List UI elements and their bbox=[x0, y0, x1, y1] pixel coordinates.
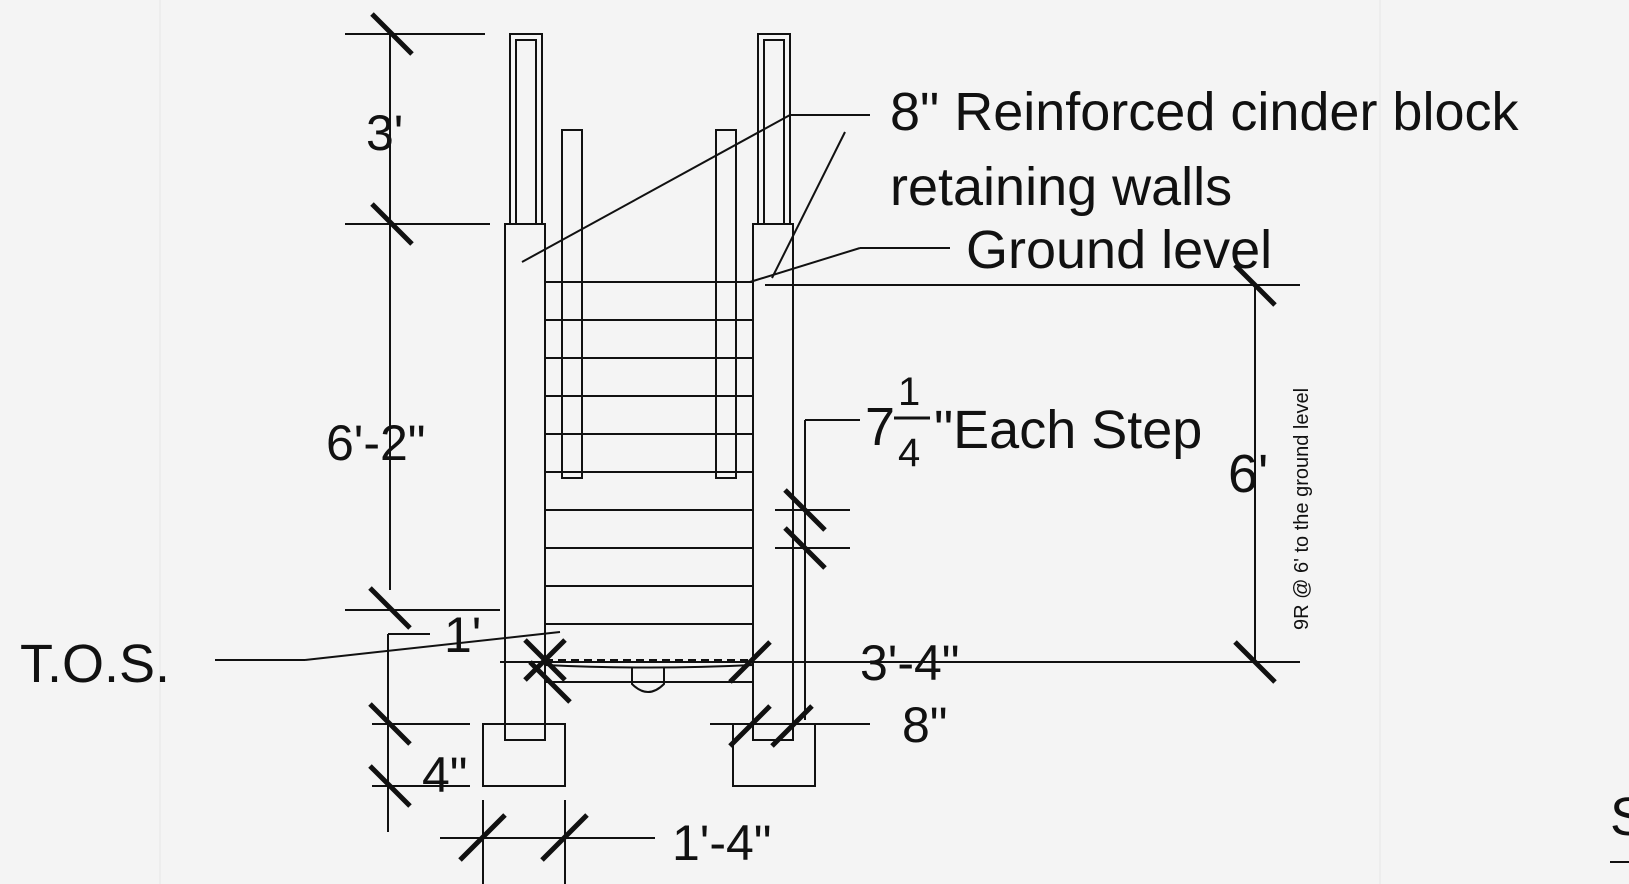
total-rise-label: 6' bbox=[1228, 444, 1268, 504]
bottom-slab bbox=[544, 659, 754, 693]
drain-icon bbox=[631, 668, 665, 693]
step-riser-dimension bbox=[775, 419, 860, 720]
ground-level-label: Ground level bbox=[966, 220, 1272, 280]
right-retaining-wall bbox=[752, 33, 794, 741]
riser-note-label: 9R @ 6' to the ground level bbox=[1291, 388, 1313, 630]
step-fraction-numerator: 1 bbox=[898, 370, 920, 414]
tos-label: T.O.S. bbox=[20, 634, 170, 694]
retaining-wall-label-line2: retaining walls bbox=[890, 157, 1232, 217]
step-height-label: 7 1 4 "Each Step bbox=[865, 370, 1202, 475]
footing-depth-label: 4" bbox=[422, 747, 468, 803]
retaining-wall-label-line1: 8" Reinforced cinder block bbox=[890, 82, 1519, 142]
reference-lines bbox=[500, 284, 1300, 663]
top-wall-height-label: 3' bbox=[366, 105, 403, 161]
paper-texture bbox=[159, 0, 1381, 884]
wall-thickness-label: 8" bbox=[902, 697, 948, 753]
stair-width-label: 3'-4" bbox=[860, 635, 960, 691]
footings bbox=[482, 723, 816, 787]
footing-offset-label: 1' bbox=[444, 607, 481, 663]
step-suffix-label: "Each Step bbox=[934, 400, 1202, 460]
footing-width-label: 1'-4" bbox=[672, 815, 772, 871]
wall-height-label: 6'-2" bbox=[326, 415, 426, 471]
total-rise-dimension bbox=[1233, 263, 1277, 684]
stair-width-ticks bbox=[523, 638, 772, 704]
stair-treads bbox=[545, 281, 753, 625]
handrail-posts bbox=[561, 129, 737, 479]
leader-lines bbox=[215, 114, 950, 661]
step-fraction-denominator: 4 bbox=[898, 431, 920, 475]
footing-width-dimension bbox=[440, 800, 655, 884]
left-dimension-chain bbox=[345, 12, 500, 832]
edge-fragment-label: S bbox=[1610, 787, 1629, 847]
step-whole-number: 7 bbox=[865, 397, 895, 457]
